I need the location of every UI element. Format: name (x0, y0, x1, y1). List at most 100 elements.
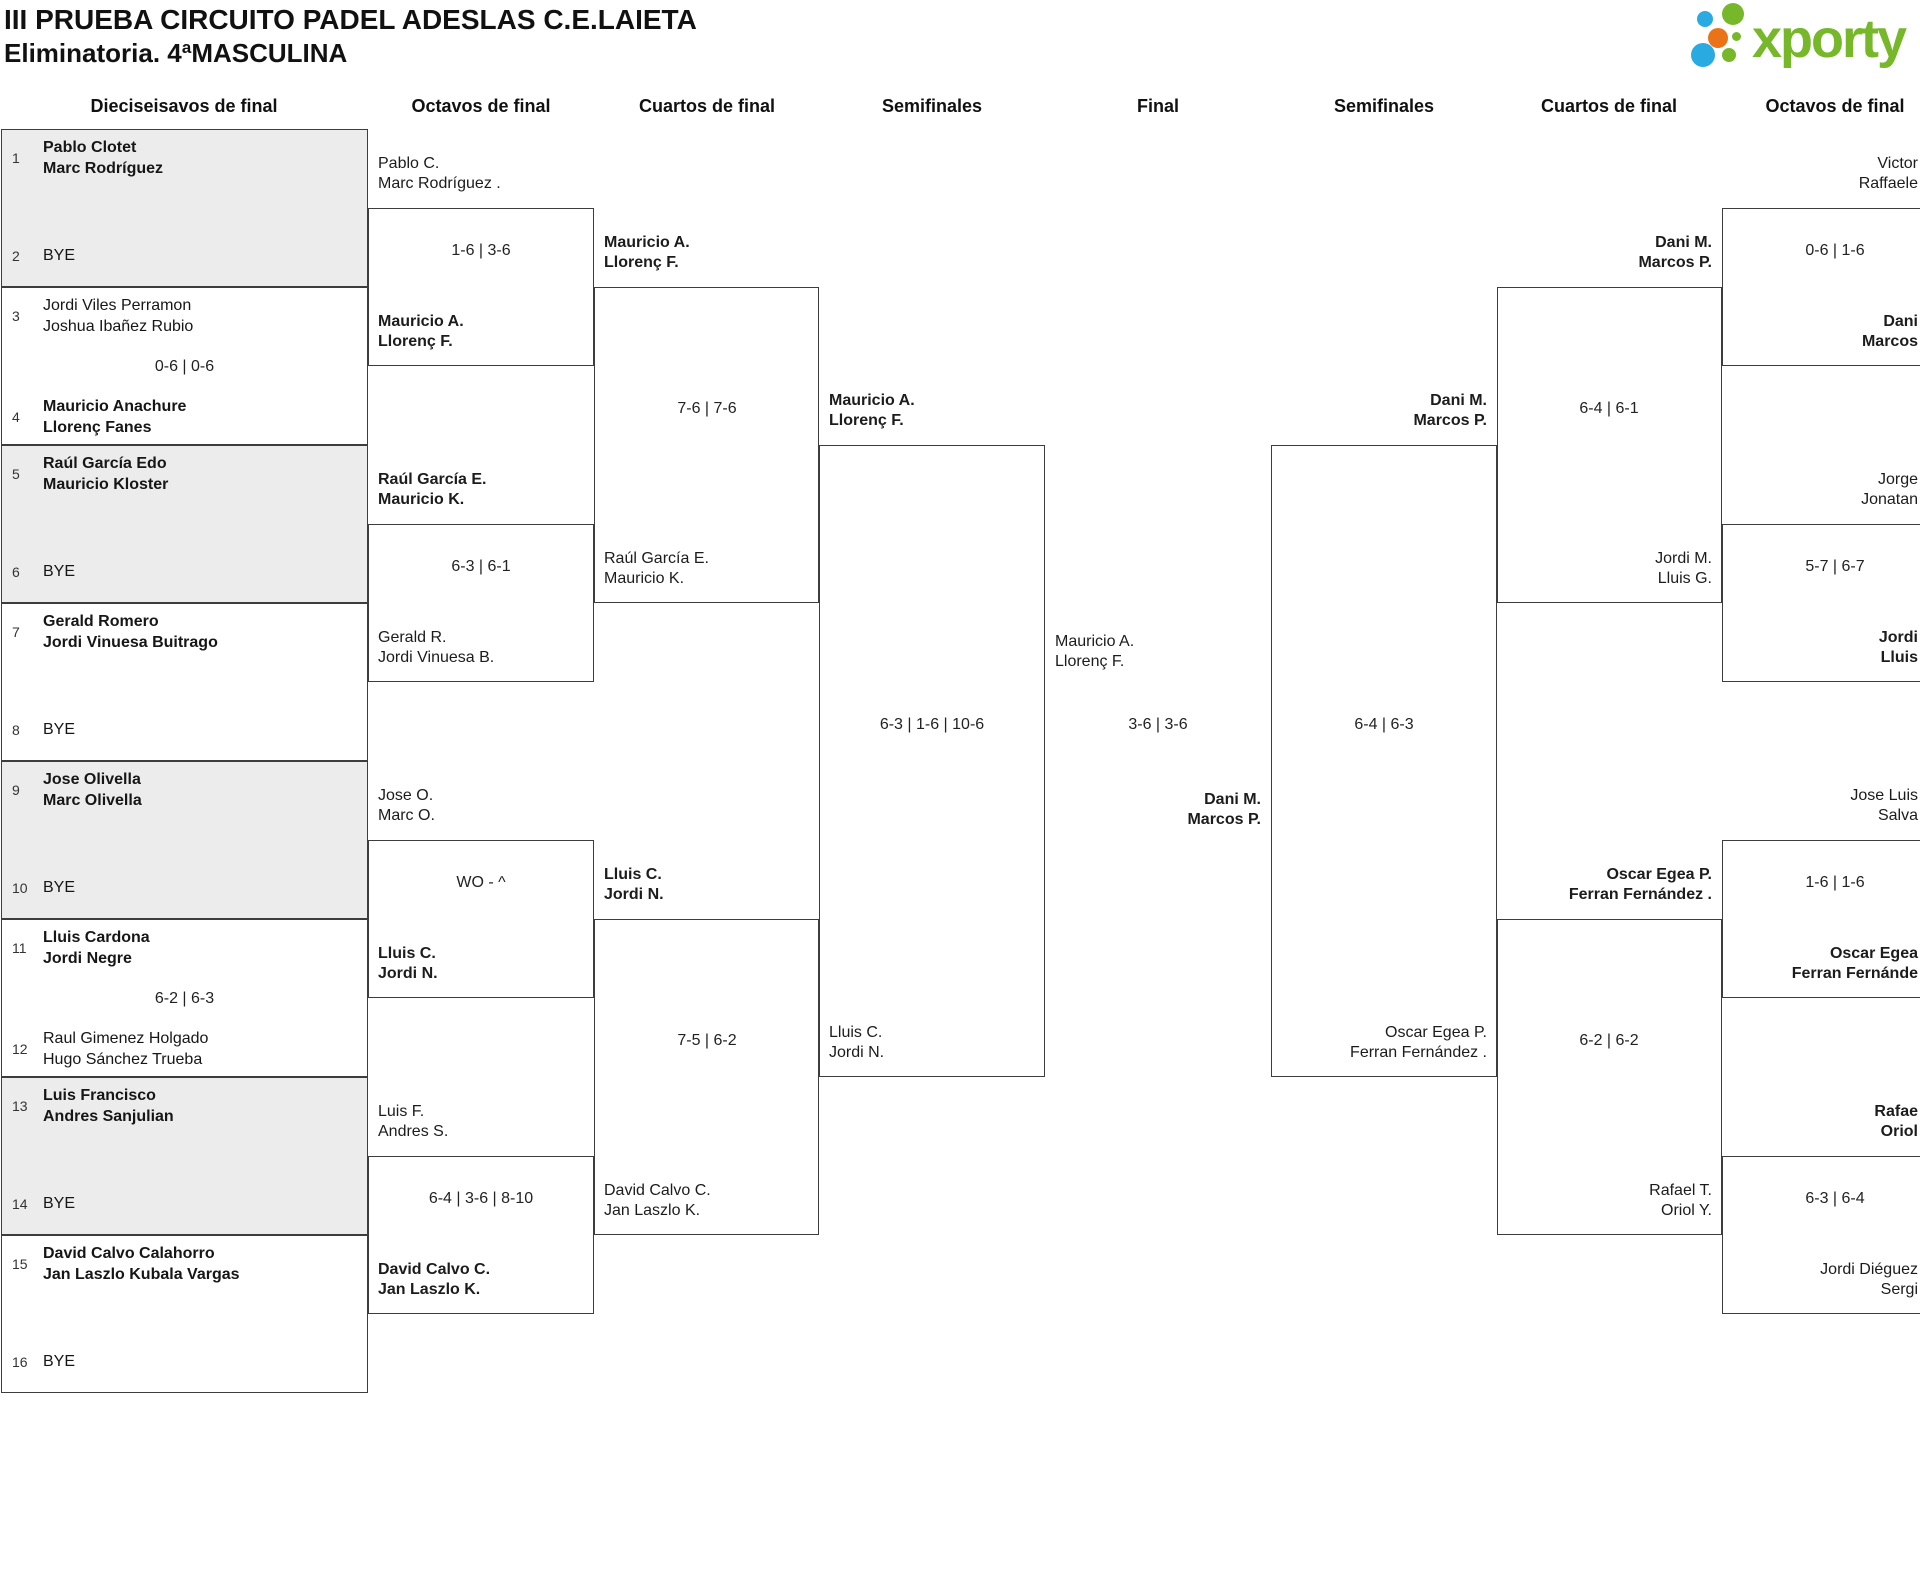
match-box-cuartos-left-1 (594, 287, 819, 603)
seed-number: 6 (12, 563, 20, 580)
seed-number: 16 (12, 1353, 28, 1370)
match-box-octavos-left-1 (368, 208, 594, 366)
seed-entry-14: 14 BYE (12, 1193, 75, 1214)
seed-number: 7 (12, 624, 20, 640)
score-octavos-right-4: 6-3 | 6-4 (1805, 1190, 1865, 1207)
team-names: BYE (43, 879, 76, 896)
seed-number: 13 (12, 1098, 28, 1114)
entrant-semifinal-right-top: Dani M.Marcos P. (1413, 392, 1487, 429)
match-box-octavos-left-3 (368, 840, 594, 998)
match-box-semifinal-left (819, 445, 1045, 1077)
score-cuartos-left-2: 7-5 | 6-2 (677, 1032, 737, 1049)
match-box-octavos-left-2 (368, 524, 594, 682)
entrant-octavos-left-1-top: Pablo C.Marc Rodríguez . (378, 155, 501, 192)
seed-number: 5 (12, 466, 20, 482)
match-box-octavos-right-3 (1722, 840, 1920, 998)
entrant-octavos-left-3-top: Jose O.Marc O. (378, 787, 435, 824)
round-header-cuartos-right: Cuartos de final (1540, 96, 1678, 116)
entrant-semifinal-left-top: Mauricio A.Llorenç F. (829, 392, 915, 429)
round-header-octavos-left: Octavos de final (411, 96, 551, 116)
match-box-cuartos-right-2 (1497, 919, 1722, 1235)
score-octavos-left-2: 6-3 | 6-1 (451, 558, 511, 575)
entrant-octavos-left-2-bottom: Gerald R.Jordi Vinuesa B. (378, 629, 495, 666)
xporty-logo[interactable]: xporty (1688, 0, 1920, 78)
entrant-cuartos-left-1-bottom: Raúl García E.Mauricio K. (604, 550, 709, 587)
page-subtitle: Eliminatoria. 4ªMASCULINA (4, 38, 348, 68)
logo-dot-green-large (1722, 3, 1744, 25)
seed-number: 12 (12, 1041, 28, 1057)
logo-dot-orange (1708, 28, 1728, 48)
seed-number: 4 (12, 409, 20, 425)
seed-number: 11 (12, 940, 27, 956)
seed-entry-2: 2 BYE (12, 245, 75, 266)
score-octavos-right-3: 1-6 | 1-6 (1805, 874, 1865, 891)
entrant-semifinal-left-bottom: Lluis C.Jordi N. (829, 1024, 885, 1061)
round-header-semis-left: Semifinales (881, 96, 983, 116)
entrant-cuartos-left-2-top: Lluis C.Jordi N. (604, 866, 664, 903)
match-box-octavos-right-4 (1722, 1156, 1920, 1314)
logo-dot-green-tiny (1732, 32, 1741, 41)
seed-number: 9 (12, 782, 20, 798)
score-octavos-right-1: 0-6 | 1-6 (1805, 242, 1865, 259)
score-semifinal-left: 6-3 | 1-6 | 10-6 (879, 716, 985, 733)
match-box-cuartos-right-1 (1497, 287, 1722, 603)
round-header-cuartos-left: Cuartos de final (638, 96, 776, 116)
seed-number: 2 (12, 247, 20, 264)
score-semifinal-right: 6-4 | 6-3 (1354, 716, 1414, 733)
entrant-final-right: Dani M.Marcos P. (1187, 791, 1261, 828)
match-box-semifinal-right (1271, 445, 1497, 1077)
team-names: BYE (43, 247, 76, 264)
entrant-octavos-left-3-bottom: Lluis C.Jordi N. (378, 945, 438, 982)
match-box-octavos-left-4 (368, 1156, 594, 1314)
logo-dot-green-small (1722, 48, 1736, 62)
seed-number: 10 (12, 879, 28, 896)
match-box-octavos-right-1 (1722, 208, 1920, 366)
score-final: 3-6 | 3-6 (1128, 716, 1188, 733)
score-octavos-left-1: 1-6 | 3-6 (451, 242, 511, 259)
score-cuartos-left-1: 7-6 | 7-6 (677, 400, 737, 417)
score-octavos-left-4: 6-4 | 3-6 | 8-10 (428, 1190, 534, 1207)
logo-dot-blue-large (1691, 43, 1715, 67)
seed-number: 3 (12, 308, 20, 324)
team-names: BYE (43, 1195, 76, 1212)
team-names: BYE (43, 721, 76, 738)
seed-number: 14 (12, 1195, 28, 1212)
seed-entry-10: 10 BYE (12, 877, 75, 898)
team-names: BYE (43, 563, 76, 580)
score-r32-match-2: 0-6 | 0-6 (154, 358, 215, 375)
seed-number: 1 (12, 150, 20, 166)
entrant-final-left: Mauricio A.Llorenç F. (1055, 633, 1135, 670)
round-header-final: Final (1136, 96, 1179, 116)
entrant-octavos-left-4-bottom: David Calvo C.Jan Laszlo K. (378, 1261, 491, 1298)
entrant-octavos-left-4-top: Luis F.Andres S. (378, 1103, 449, 1140)
entrant-octavos-left-1-bottom: Mauricio A.Llorenç F. (378, 313, 464, 350)
logo-wordmark: xporty (1752, 9, 1907, 69)
score-r32-match-6: 6-2 | 6-3 (154, 990, 215, 1007)
round-header-r32-left: Dieciseisavos de final (90, 96, 278, 116)
